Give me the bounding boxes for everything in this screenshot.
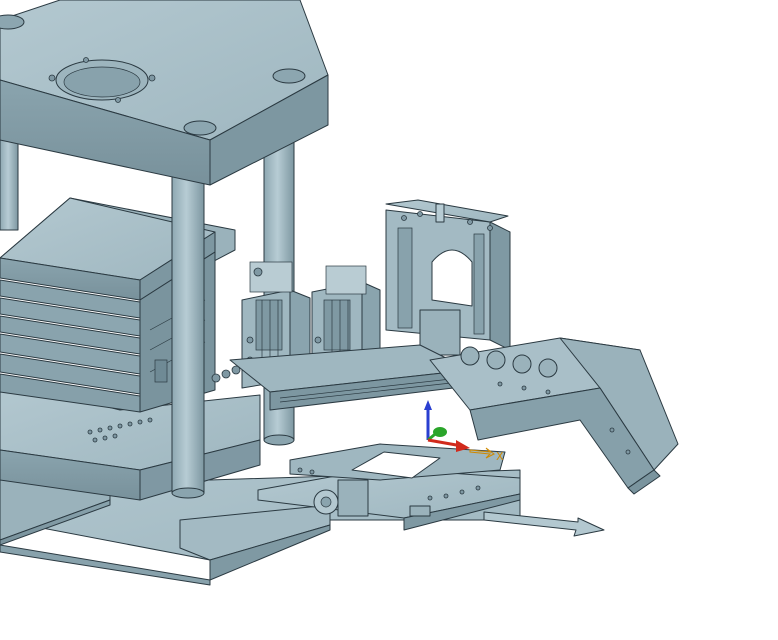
guide-post-left[interactable] [0, 139, 19, 231]
triad-x-arrowhead [456, 440, 470, 452]
bottom-rail-stop [409, 505, 431, 517]
chute-rollers [460, 346, 631, 455]
feed-rail[interactable] [211, 344, 471, 411]
main-frame-tower[interactable] [385, 199, 511, 356]
triad-x-outline-arrow [469, 447, 495, 459]
slide-table[interactable] [257, 443, 521, 531]
triad-z-arrowhead [424, 400, 432, 410]
shoe-hole-row [87, 417, 153, 443]
triad-x-label: X [496, 450, 504, 463]
top-plate[interactable] [0, 0, 329, 186]
guide-post-front[interactable] [171, 174, 205, 499]
direction-arrow[interactable] [483, 511, 605, 537]
triad-y-arrowhead [433, 427, 447, 437]
discharge-chute[interactable] [429, 337, 679, 495]
coordinate-triad[interactable]: X [424, 400, 504, 463]
motor-knob[interactable] [313, 479, 369, 517]
rail-rollers [211, 365, 241, 383]
slide-table-holes [297, 467, 481, 501]
top-plate-corner-bores [0, 14, 306, 136]
top-plate-center-bore [48, 57, 156, 103]
